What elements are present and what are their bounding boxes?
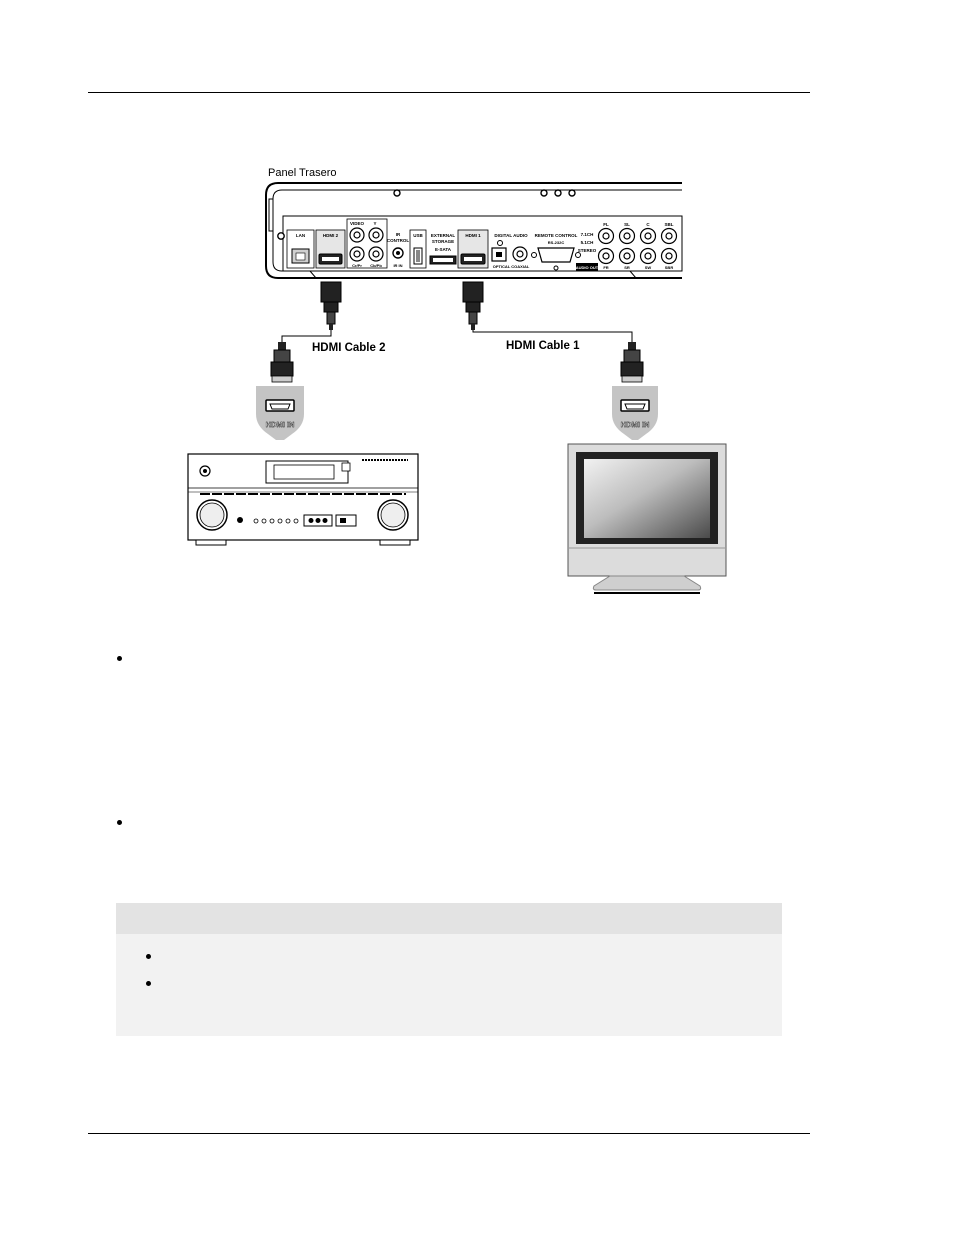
port-label-fl: FL xyxy=(603,222,609,227)
port-label-cb-pb: Cb/Pb xyxy=(370,263,382,268)
port-label-cr-pr: Cr/Pr xyxy=(352,263,362,268)
hdmi-connection-diagram: Panel Trasero LAN HDMI 2 VIDEO Y xyxy=(187,167,727,594)
port-label-sr: SR xyxy=(624,265,630,270)
hdmi-cable-2 xyxy=(270,281,342,383)
port-label-hdmi2: HDMI 2 xyxy=(323,233,339,238)
port-label-rs232c: RS-232C xyxy=(548,240,565,245)
label-7-1ch: 7.1CH xyxy=(581,232,594,237)
port-label-video: VIDEO xyxy=(350,221,365,226)
port-label-hdmi1: HDMI 1 xyxy=(465,233,481,238)
port-label-storage: STORAGE xyxy=(432,239,454,244)
port-label-fr: FR xyxy=(603,265,608,270)
port-label-sbr: SBR xyxy=(665,265,674,270)
note-bullet xyxy=(146,954,151,959)
port-label-usb: USB xyxy=(413,233,423,238)
port-label-sbl: SBL xyxy=(665,222,674,227)
tv-illustration xyxy=(567,443,727,594)
note-bullet xyxy=(146,981,151,986)
port-label-digital-audio: DIGITAL AUDIO xyxy=(494,233,528,238)
port-label-ir-in: IR IN xyxy=(393,263,402,268)
label-5-1ch: 5.1CH xyxy=(581,240,594,245)
port-label-y: Y xyxy=(373,221,376,226)
port-label-sl: SL xyxy=(624,222,630,227)
note-box xyxy=(116,903,782,1036)
note-header xyxy=(116,903,782,934)
port-label-ir: IR xyxy=(396,232,401,237)
port-label-optical-coaxial: OPTICAL COAXIAL xyxy=(493,264,530,269)
hdmi-in-tag-receiver: HDMI IN xyxy=(256,386,304,440)
list-bullet xyxy=(117,820,122,825)
hdmi-in-label-tv: HDMI IN xyxy=(621,420,650,429)
port-label-control: CONTROL xyxy=(387,238,409,243)
hdmi-in-label-receiver: HDMI IN xyxy=(266,420,295,429)
rear-panel: LAN HDMI 2 VIDEO Y Cr/Pr Cb/Pb IR CONTRO… xyxy=(265,182,683,279)
hdmi-cable-1 xyxy=(462,281,644,383)
av-receiver-illustration xyxy=(187,453,419,546)
label-audio-out: AUDIO OUT xyxy=(576,265,599,270)
cable-label-1: HDMI Cable 1 xyxy=(506,340,580,352)
port-label-lan: LAN xyxy=(296,233,305,238)
list-bullet xyxy=(117,656,122,661)
header-rule xyxy=(88,92,810,93)
cable-label-2: HDMI Cable 2 xyxy=(312,342,386,354)
footer-rule xyxy=(88,1133,810,1134)
label-stereo: STEREO xyxy=(578,248,597,253)
panel-title: Panel Trasero xyxy=(268,167,336,179)
port-label-external: EXTERNAL xyxy=(431,233,456,238)
port-label-sw: SW xyxy=(645,265,652,270)
port-label-esata: E-SATA xyxy=(435,247,452,252)
port-label-c: C xyxy=(646,222,650,227)
port-label-remote-control: REMOTE CONTROL xyxy=(535,233,578,238)
hdmi-in-tag-tv: HDMI IN xyxy=(612,386,658,440)
